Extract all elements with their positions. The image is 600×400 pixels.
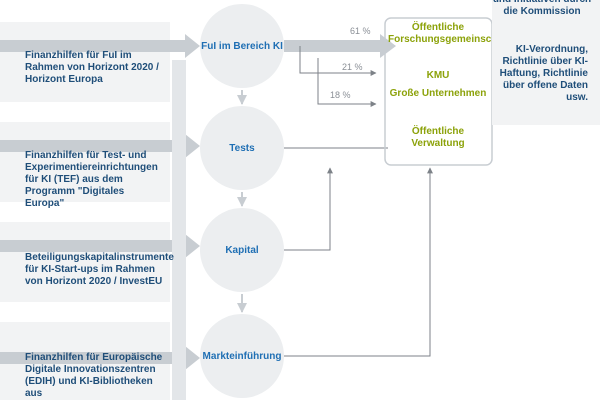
target-label: Öffentliche Verwaltung bbox=[411, 126, 465, 149]
funding-band bbox=[0, 122, 170, 202]
share-label: 61 % bbox=[350, 26, 371, 36]
stage-label: Kapital bbox=[225, 245, 259, 256]
stage-circle bbox=[200, 208, 284, 292]
share-label: 18 % bbox=[330, 90, 351, 100]
funding-label: Finanzhilfen für Test- und Experimentier… bbox=[25, 150, 158, 209]
stage-label: Tests bbox=[229, 143, 255, 154]
funding-label: Beteiligungskapitalinstrumente für KI-St… bbox=[25, 252, 174, 287]
funding-arrow bbox=[0, 34, 200, 58]
stage-circle bbox=[200, 106, 284, 190]
vertical-bar bbox=[172, 60, 186, 400]
target-label: Öffentliche Forschungsgemeinschaft bbox=[388, 22, 510, 45]
funding-band bbox=[0, 22, 170, 102]
connector bbox=[284, 167, 333, 251]
funding-label: Finanzhilfen für FuI im Rahmen von Horiz… bbox=[25, 50, 159, 85]
target-label: Große Unternehmen bbox=[389, 88, 487, 99]
stage-label: Markteinführung bbox=[202, 351, 282, 362]
connector bbox=[284, 167, 433, 357]
share-label: 21 % bbox=[342, 62, 363, 72]
funding-arrow bbox=[0, 234, 200, 258]
connector bbox=[299, 46, 377, 76]
funding-arrow bbox=[0, 346, 200, 370]
commission-panel bbox=[492, 0, 600, 125]
commission-items: KI-Verordnung, Richtlinie über KI-Haftun… bbox=[499, 44, 588, 103]
funding-arrow bbox=[0, 134, 200, 158]
target-label: KMU bbox=[426, 70, 450, 81]
connector bbox=[317, 58, 377, 107]
stage-label: FuI im Bereich KI bbox=[201, 41, 283, 52]
funding-label: Finanzhilfen für Europäische Digitale In… bbox=[25, 352, 163, 399]
share-arrow bbox=[284, 34, 396, 58]
funding-band bbox=[0, 222, 170, 302]
stage-circle bbox=[200, 314, 284, 398]
commission-heading: und Initiativen durch die Kommission bbox=[493, 0, 591, 17]
stage-circle bbox=[200, 4, 284, 88]
